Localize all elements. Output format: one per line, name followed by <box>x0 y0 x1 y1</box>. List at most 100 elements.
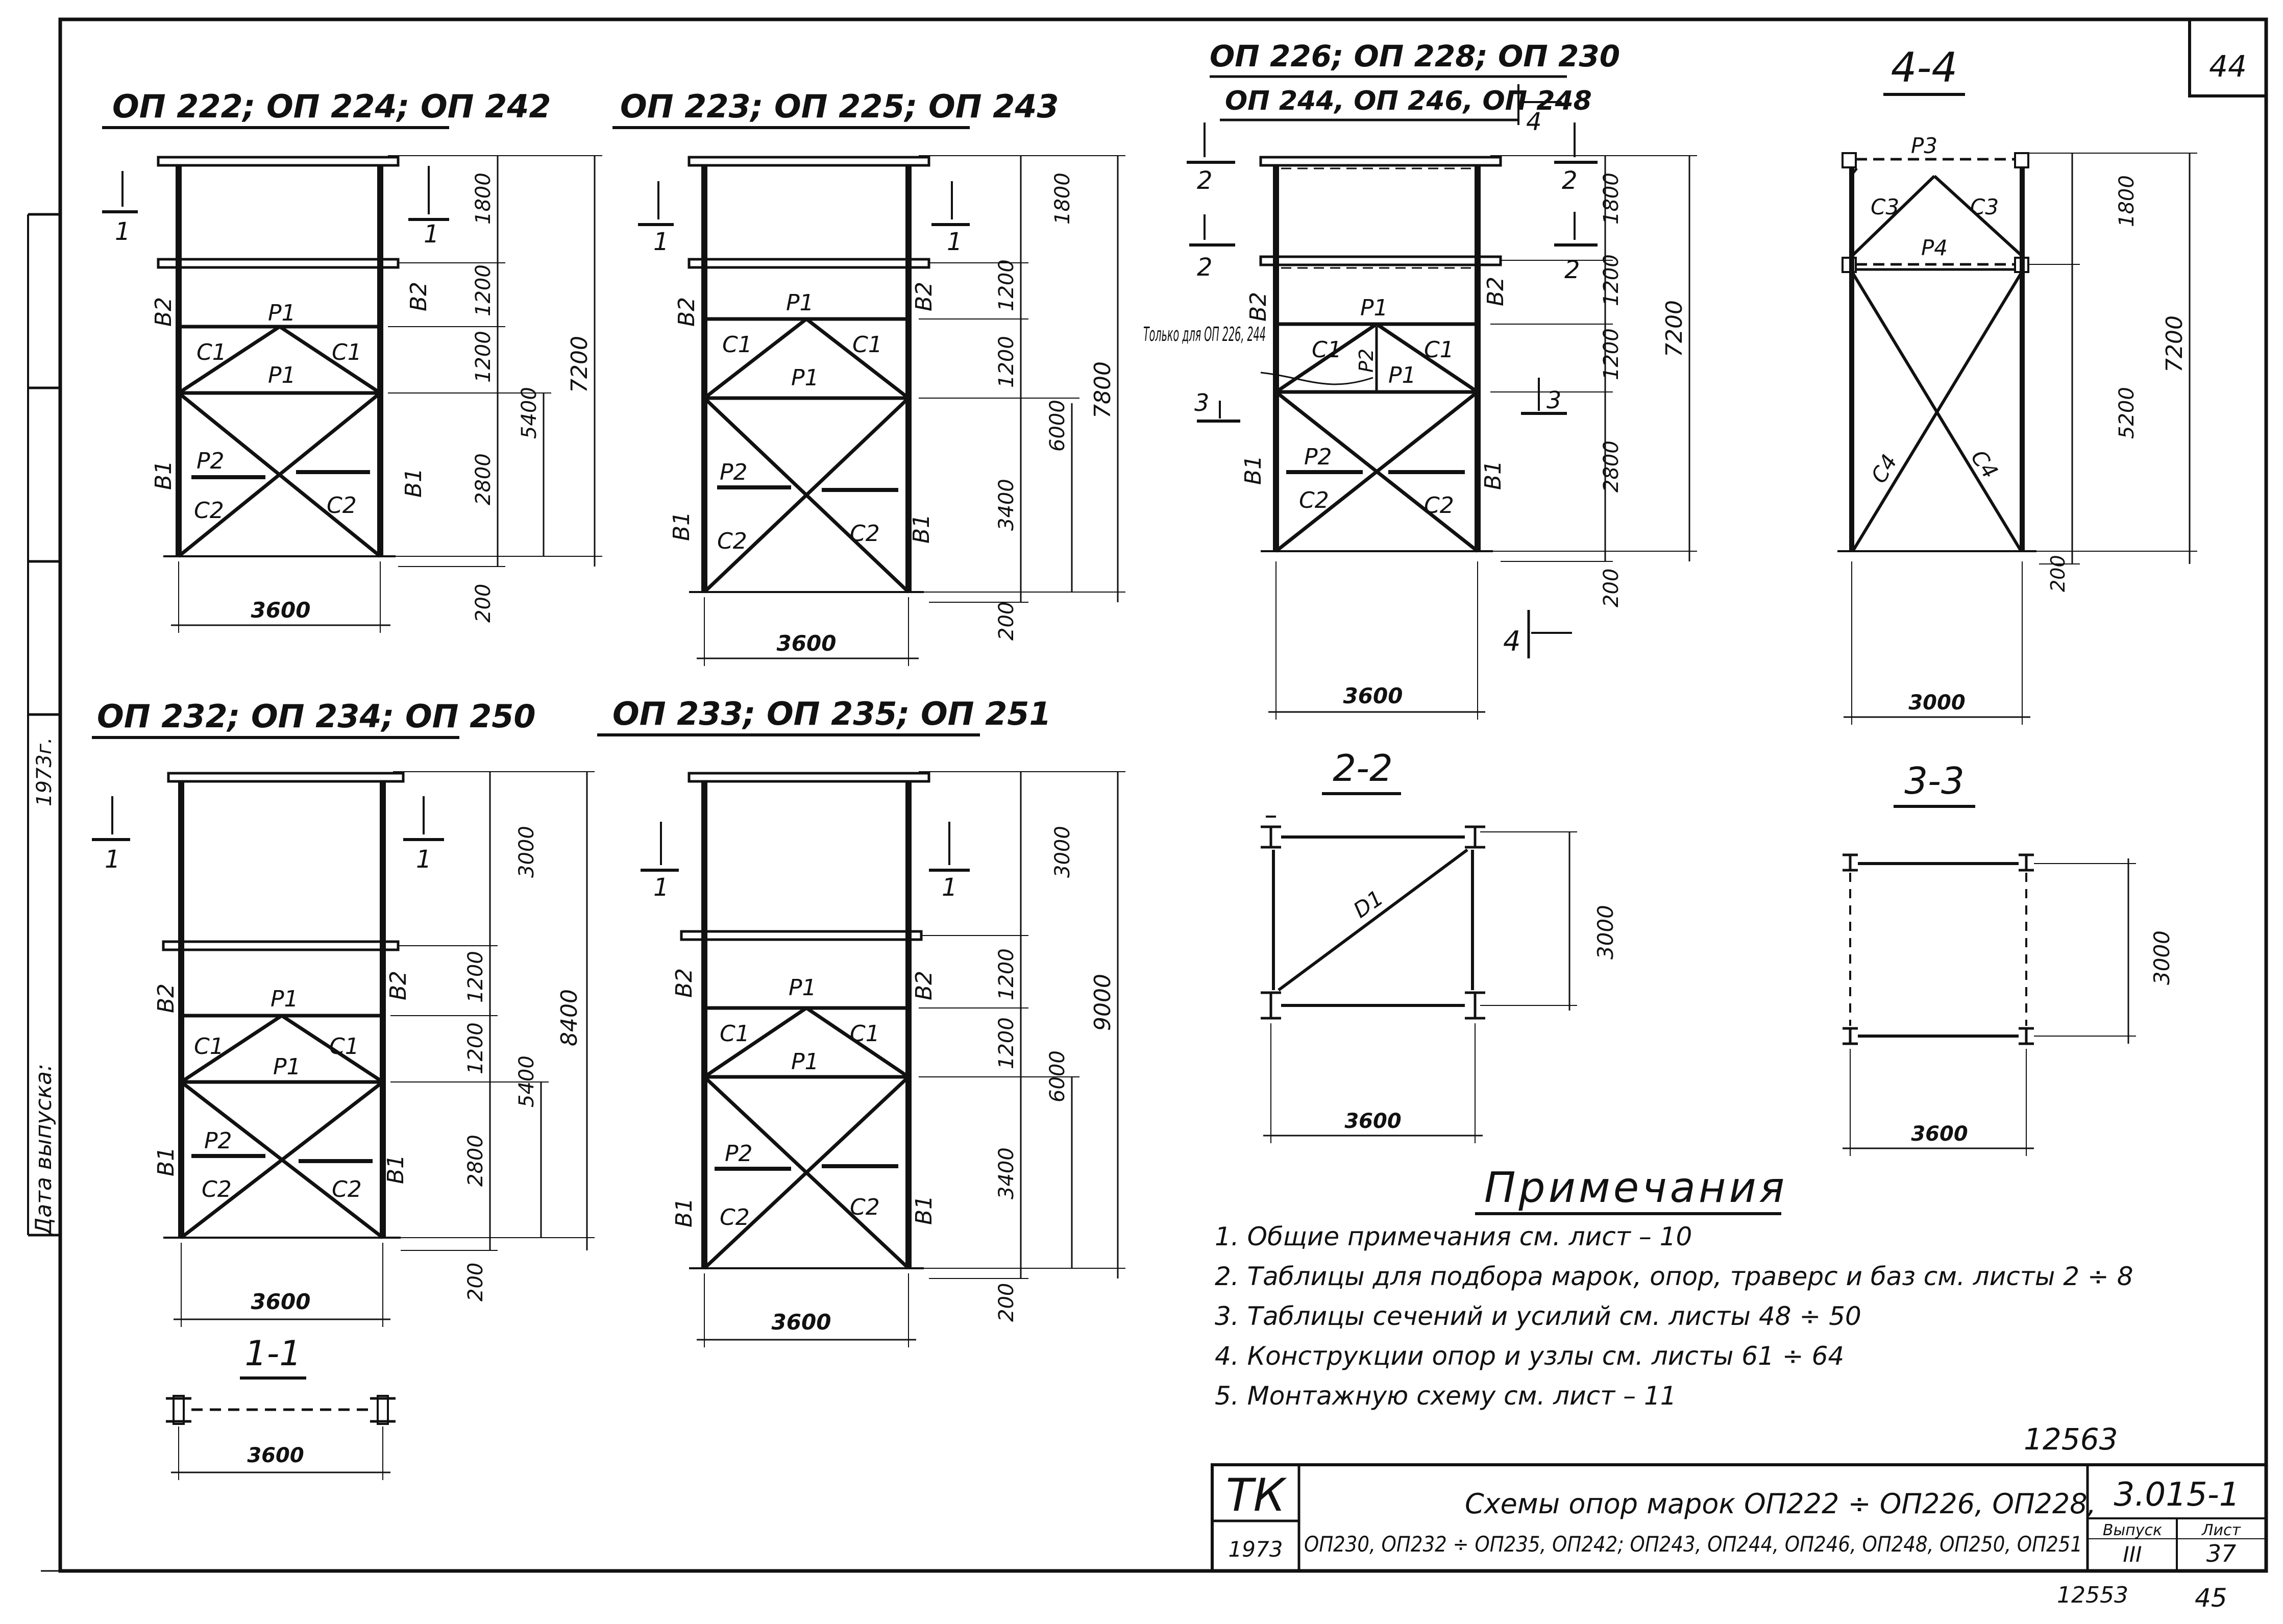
dim-width: 3600 <box>247 1444 304 1467</box>
label-c2-left: С2 <box>1299 487 1329 513</box>
sheet-value: 37 <box>2206 1540 2237 1567</box>
label-p1-bottom: Р1 <box>791 365 819 391</box>
dim-200: 200 <box>2047 555 2069 592</box>
footer-page: 45 <box>2195 1583 2227 1613</box>
label-c1-right: С1 <box>1424 337 1454 363</box>
note-4: 4. Конструкции опор и узлы см. листы 61 … <box>1215 1341 1844 1371</box>
footer-number: 12553 <box>2057 1582 2128 1608</box>
top-cap <box>157 156 400 167</box>
panel-op232: ОП 232; ОП 234; ОП 250 В2 В1 В2 В1 Р1 Р1… <box>92 698 595 1327</box>
section-mark: 1 <box>942 873 958 902</box>
label-d1: D1 <box>1349 885 1388 923</box>
doc-number: 3.015-1 <box>2114 1476 2240 1514</box>
dim-total: 7200 <box>567 336 593 393</box>
label-b1-right: В1 <box>383 1154 409 1184</box>
section-title: 3-3 <box>1904 759 1965 802</box>
label-p1-top: Р1 <box>1360 295 1388 321</box>
dim-inner-total: 6000 <box>1046 400 1069 452</box>
dim-200: 200 <box>464 1263 487 1301</box>
section-mark-3: 3 <box>1546 386 1561 414</box>
dim-1200a: 1200 <box>995 948 1018 1000</box>
label-c1-left: С1 <box>722 332 752 358</box>
label-b2-right: В2 <box>911 971 937 1000</box>
dim-total: 7800 <box>1090 361 1116 419</box>
label-p1-bottom: Р1 <box>273 1054 301 1080</box>
section-mark: 1 <box>653 228 669 256</box>
label-b1-left: В1 <box>669 511 695 541</box>
section-mark: 1 <box>416 845 432 874</box>
note-5: 5. Монтажную схему см. лист – 11 <box>1215 1381 1677 1411</box>
panel-op222: ОП 222; ОП 224; ОП 242 В2 В1 В2 В1 Р1 Р1… <box>102 88 602 633</box>
dim-width: 3600 <box>772 1310 831 1335</box>
label-c3-left: С3 <box>1871 194 1899 219</box>
label-c1-right: С1 <box>332 339 362 365</box>
dim-1200b: 1200 <box>995 336 1018 388</box>
sheet-number-top: 44 <box>2209 49 2247 84</box>
section-mark-2: 2 <box>1197 166 1213 195</box>
stamp-number: 12563 <box>2024 1422 2118 1457</box>
section-mark-2: 2 <box>1562 166 1578 195</box>
label-p1-top: Р1 <box>271 986 299 1012</box>
panel-section-4-4: 4-4 Р3 С3 С3 Р4 С4 С4 1800 5200 <box>1837 44 2197 725</box>
dim-1200a: 1200 <box>464 951 487 1003</box>
section-title: 1-1 <box>244 1334 301 1374</box>
label-p1-bottom: Р1 <box>791 1049 819 1075</box>
label-b1-right: В1 <box>1480 460 1506 490</box>
dim-vertical: 3000 <box>2149 930 2174 985</box>
label-b1-left: В1 <box>151 460 177 490</box>
dim-200: 200 <box>472 584 495 623</box>
title-block: ТК 1973 Схемы опор марок ОП222 ÷ ОП226, … <box>1211 1463 2268 1572</box>
section-mark: 1 <box>653 873 669 902</box>
dimension-chain <box>919 155 1125 603</box>
top-cap <box>167 772 405 783</box>
label-p1-top: Р1 <box>268 300 296 326</box>
dim-inner-total: 5400 <box>515 1055 538 1108</box>
label-b1-left: В1 <box>1240 455 1266 485</box>
dimension-chain <box>388 155 602 567</box>
dim-width: 3600 <box>251 1289 311 1314</box>
dim-3000: 3000 <box>1051 826 1074 878</box>
dim-inner-total: 5400 <box>518 387 541 439</box>
notes-title: Примечания <box>1484 1164 1787 1212</box>
note-1: 1. Общие примечания см. лист – 10 <box>1215 1222 1692 1251</box>
section-title: 2-2 <box>1333 747 1393 790</box>
mid-traverse <box>688 258 930 269</box>
panel-title: ОП 233; ОП 235; ОП 251 <box>612 695 1051 732</box>
label-b2-left: В2 <box>153 983 179 1013</box>
dim-width: 3600 <box>777 631 837 656</box>
dim-1200b: 1200 <box>464 1022 487 1074</box>
label-p4: Р4 <box>1921 235 1948 260</box>
dim-1200a: 1200 <box>1600 254 1623 306</box>
dim-2800: 2800 <box>464 1135 487 1187</box>
panel-title: ОП 222; ОП 224; ОП 242 <box>112 88 551 125</box>
label-p2: Р2 <box>204 1128 232 1154</box>
top-cap <box>688 772 930 783</box>
dimension-chain <box>2029 153 2197 564</box>
mid-traverse <box>1259 255 1502 266</box>
dim-horizontal: 3600 <box>1344 1110 1401 1133</box>
label-c2-right: С2 <box>850 1194 880 1220</box>
label-p1-top: Р1 <box>789 975 817 1001</box>
label-c1-left: С1 <box>197 339 227 365</box>
issue-value: III <box>2123 1542 2142 1567</box>
label-b1-left: В1 <box>153 1147 179 1176</box>
label-c3-right: С3 <box>1970 194 1999 219</box>
section-1-1: 1-1 3600 <box>166 1334 396 1480</box>
dim-total: 8400 <box>556 989 582 1046</box>
dim-2800: 2800 <box>472 453 495 505</box>
label-c2-right: С2 <box>850 521 880 547</box>
dimension-chain <box>919 771 1125 1279</box>
label-b2-left: В2 <box>1245 292 1271 322</box>
dimension-chain <box>1490 155 1697 562</box>
dim-1200b: 1200 <box>472 331 495 383</box>
label-c4-left: С4 <box>1866 450 1902 487</box>
dim-width: 3000 <box>1908 691 1965 715</box>
org-logo: ТК <box>1226 1469 1287 1521</box>
section-mark: 1 <box>424 220 439 249</box>
label-p2: Р2 <box>725 1141 753 1167</box>
label-b2-right: В2 <box>385 971 411 1000</box>
dim-200: 200 <box>995 602 1018 641</box>
note-2: 2. Таблицы для подбора марок, опор, трав… <box>1215 1262 2133 1291</box>
dim-1200b: 1200 <box>995 1017 1018 1069</box>
